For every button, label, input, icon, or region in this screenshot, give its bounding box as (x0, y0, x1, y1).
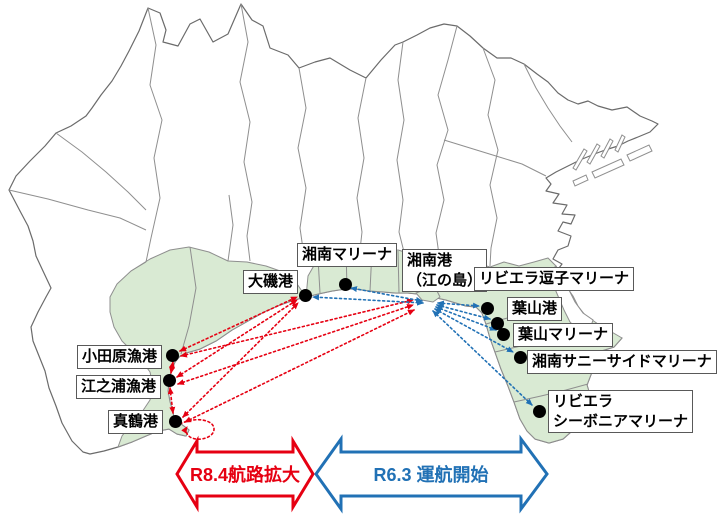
port-dot-odawara (166, 349, 179, 362)
port-dot-hayama-marina (497, 328, 510, 341)
port-label-shonan-marina: 湘南マリーナ (297, 243, 398, 267)
port-dot-riviera-seabonia-marina (533, 405, 546, 418)
port-dot-hayama-port (491, 317, 504, 330)
routes-new-layer (167, 296, 415, 440)
routes-existing-layer (312, 286, 533, 406)
port-label-shonan-port-enoshima: 湘南港 （江の島） (402, 249, 488, 292)
port-dot-oiso (299, 289, 312, 302)
route-line (167, 387, 176, 414)
route-line (184, 309, 415, 423)
bay-piers (572, 134, 653, 187)
route-line (432, 310, 533, 406)
port-label-shonan-sunnyside-marina: 湘南サニーサイドマリーナ (527, 350, 717, 374)
legend-arrow-new-routes (175, 435, 315, 513)
port-label-odawara: 小田原漁港 (77, 345, 163, 369)
port-dot-enoura (163, 374, 176, 387)
legend-arrow-existing-routes (314, 434, 549, 514)
port-label-hayama-marina: 葉山マリーナ (513, 323, 614, 347)
port-label-oiso: 大磯港 (243, 270, 299, 294)
port-dot-riviera-zushi-marina (481, 302, 494, 315)
port-label-hayama-port: 葉山港 (507, 297, 563, 321)
port-dot-shonan-sunnyside-marina (514, 351, 527, 364)
route-line (350, 286, 423, 303)
port-label-enoura: 江之浦漁港 (76, 375, 162, 399)
port-label-riviera-seabonia-marina: リビエラ シーボニアマリーナ (548, 390, 694, 433)
port-label-riviera-zushi-marina: リビエラ逗子マリーナ (474, 267, 635, 291)
legend-label-existing-routes: R6.3 運航開始 (373, 465, 489, 485)
port-dot-manazuru (169, 415, 182, 428)
route-loop-manazuru (179, 418, 215, 440)
legend-label-new-routes: R8.4航路拡大 (189, 465, 301, 485)
route-line (168, 361, 176, 374)
port-dot-shonan-marina (339, 278, 352, 291)
port-label-manazuru: 真鶴港 (108, 410, 164, 434)
